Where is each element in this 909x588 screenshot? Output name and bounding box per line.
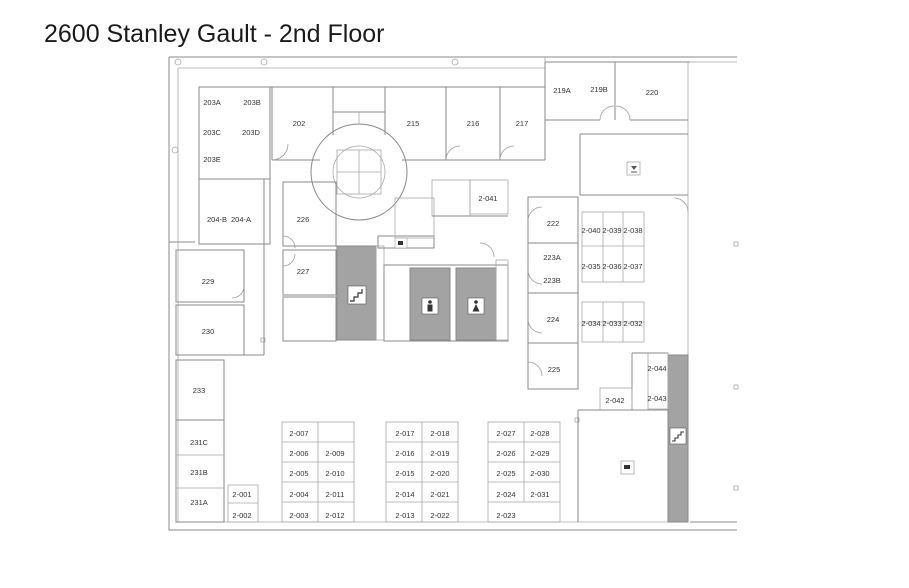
room-label-204-a: 204-A (231, 215, 251, 224)
office-block-203 (198, 62, 546, 245)
room-label-230: 230 (202, 327, 215, 336)
stairs-icon (347, 285, 367, 305)
restroom-icon (467, 297, 485, 315)
elevator-icon (631, 166, 637, 173)
coffee-icon (394, 237, 408, 249)
room-label-2-034: 2-034 (581, 319, 600, 328)
room-label-231b: 231B (190, 468, 208, 477)
room-label-2-040: 2-040 (581, 226, 600, 235)
room-label-2-006: 2-006 (289, 449, 308, 458)
room-label-2-017: 2-017 (395, 429, 414, 438)
room-label-204-b: 204-B (207, 215, 227, 224)
room-label-233: 233 (193, 386, 206, 395)
room-label-219a: 219A (553, 86, 571, 95)
page-title: 2600 Stanley Gault - 2nd Floor (44, 20, 385, 48)
room-label-2-041: 2-041 (478, 194, 497, 203)
room-label-225: 225 (548, 365, 561, 374)
column-markers (171, 58, 739, 491)
room-label-227: 227 (297, 267, 310, 276)
room-label-2-002: 2-002 (232, 511, 251, 520)
room-label-2-042: 2-042 (605, 396, 624, 405)
room-label-2-003: 2-003 (289, 511, 308, 520)
room-label-2-038: 2-038 (623, 226, 642, 235)
room-label-203d: 203D (242, 128, 261, 137)
room-label-2-022: 2-022 (430, 511, 449, 520)
room-label-2-019: 2-019 (430, 449, 449, 458)
coffee-icon (624, 465, 630, 469)
room-label-2-007: 2-007 (289, 429, 308, 438)
room-label-2-024: 2-024 (496, 490, 515, 499)
room-label-2-036: 2-036 (602, 262, 621, 271)
room-label-2-025: 2-025 (496, 469, 515, 478)
room-label-2-031: 2-031 (530, 490, 549, 499)
room-label-215: 215 (407, 119, 420, 128)
room-label-2-039: 2-039 (602, 226, 621, 235)
room-label-203b: 203B (243, 98, 261, 107)
rotunda (310, 112, 408, 221)
room-label-202: 202 (293, 119, 306, 128)
room-label-2-028: 2-028 (530, 429, 549, 438)
room-label-2-043: 2-043 (647, 394, 666, 403)
room-label-2-033: 2-033 (602, 319, 621, 328)
room-label-2-021: 2-021 (430, 490, 449, 499)
room-label-2-044: 2-044 (647, 364, 666, 373)
room-label-216: 216 (467, 119, 480, 128)
room-label-224: 224 (547, 315, 560, 324)
room-label-2-035: 2-035 (581, 262, 600, 271)
room-label-203a: 203A (203, 98, 221, 107)
room-label-203e: 203E (203, 155, 221, 164)
room-label-2-010: 2-010 (325, 469, 344, 478)
workstations-right (581, 197, 689, 343)
office-block-219 (545, 62, 688, 196)
room-label-2-011: 2-011 (326, 490, 345, 499)
office-block-226 (282, 181, 337, 342)
room-label-229: 229 (202, 277, 215, 286)
room-label-217: 217 (516, 119, 529, 128)
room-label-2-009: 2-009 (325, 449, 344, 458)
room-label-226: 226 (297, 215, 310, 224)
room-label-2-023: 2-023 (496, 511, 515, 520)
room-label-2-004: 2-004 (289, 490, 308, 499)
room-label-2-027: 2-027 (496, 429, 515, 438)
room-label-231a: 231A (190, 498, 208, 507)
room-label-223b: 223B (543, 276, 561, 285)
office-block-222 (527, 196, 579, 390)
room-label-2-030: 2-030 (530, 469, 549, 478)
room-label-2-005: 2-005 (289, 469, 308, 478)
room-label-219b: 219B (590, 85, 608, 94)
room-label-2-020: 2-020 (430, 469, 449, 478)
room-label-2-026: 2-026 (496, 449, 515, 458)
room-label-231c: 231C (190, 438, 209, 447)
office-block-231 (175, 359, 259, 523)
building-core (336, 179, 509, 342)
room-labels: 203A 203B 203C 203D 203E 202 215 216 217 219A 219B… (190, 85, 667, 520)
room-label-220: 220 (646, 88, 659, 97)
room-label-222: 222 (547, 219, 560, 228)
stairs-icon (669, 427, 687, 445)
room-label-2-037: 2-037 (623, 262, 642, 271)
room-label-2-012: 2-012 (325, 511, 344, 520)
room-label-223a: 223A (543, 253, 561, 262)
room-label-2-032: 2-032 (623, 319, 642, 328)
room-label-2-029: 2-029 (530, 449, 549, 458)
room-label-2-001: 2-001 (232, 490, 251, 499)
office-block-left (175, 179, 265, 356)
room-label-2-014: 2-014 (395, 490, 414, 499)
workstations-bottom (281, 421, 561, 523)
room-label-203c: 203C (203, 128, 222, 137)
room-label-2-015: 2-015 (395, 469, 414, 478)
restroom-icon (421, 297, 439, 315)
room-label-2-016: 2-016 (395, 449, 414, 458)
room-label-2-013: 2-013 (395, 511, 414, 520)
room-label-2-018: 2-018 (430, 429, 449, 438)
